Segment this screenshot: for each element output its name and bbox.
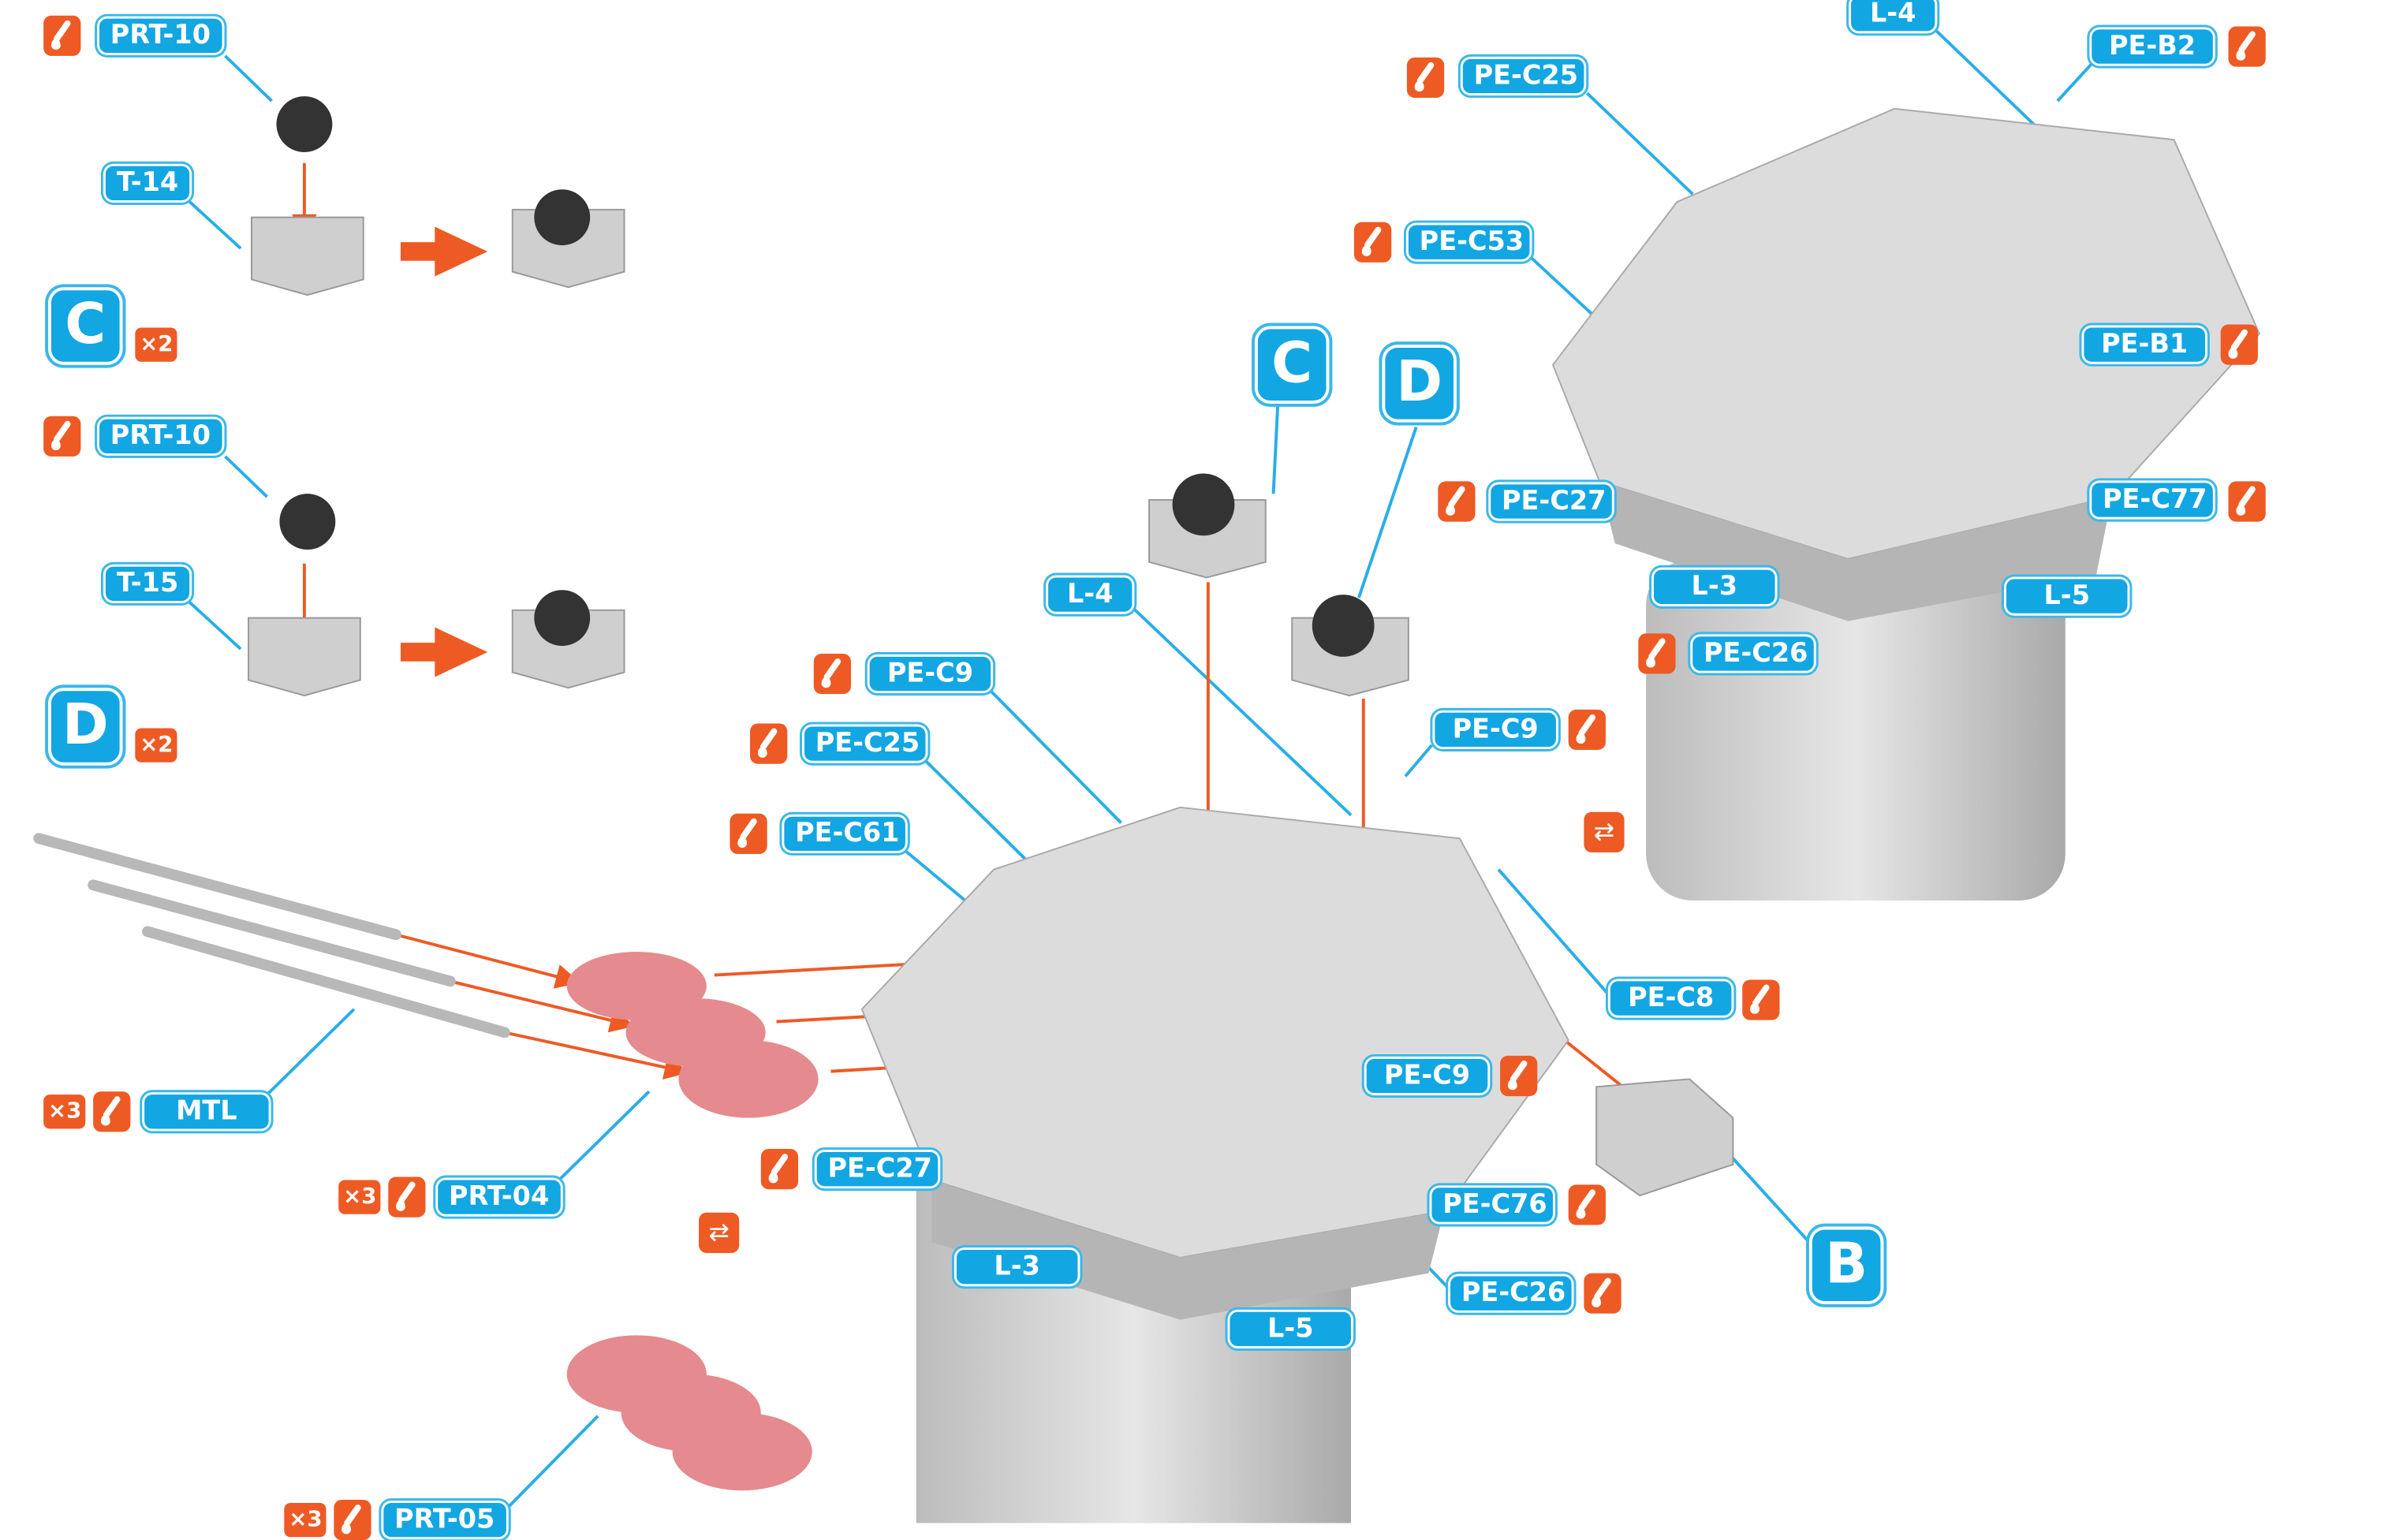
glue-icon	[2228, 481, 2266, 522]
part-label-prt-04: PRT-04	[438, 1180, 561, 1214]
part-label-t-15: T-15	[105, 566, 190, 602]
glue-icon	[1500, 1055, 1538, 1097]
part-label-pe-c9: PE-C9	[869, 656, 991, 692]
part-label-pe-c25: PE-C25	[804, 726, 926, 761]
part-label-pe-c9: PE-C9	[1366, 1058, 1488, 1094]
part-label-l-3: L-3	[1653, 569, 1775, 604]
part-label-t-14: T-14	[105, 166, 190, 201]
glue-icon	[1406, 57, 1445, 99]
glue-icon	[334, 1500, 371, 1540]
quantity-badge: ×3	[43, 1094, 87, 1129]
glue-icon	[1438, 481, 1476, 522]
part-label-l-5: L-5	[1230, 1311, 1352, 1347]
part-label-pe-c27: PE-C27	[1491, 484, 1612, 519]
part-label-pe-c77: PE-C77	[2092, 483, 2213, 517]
rotate-view-icon: ⇄	[699, 1212, 740, 1253]
gun-barrels	[33, 833, 510, 1038]
part-label-pe-c26: PE-C26	[1692, 636, 1814, 671]
part-label-pe-c61: PE-C61	[784, 816, 905, 852]
part-label-prt-05: PRT-05	[383, 1502, 506, 1538]
glue-icon	[1742, 979, 1780, 1020]
glue-icon	[93, 1091, 131, 1132]
quantity-badge: ×3	[338, 1180, 382, 1214]
part-label-pe-b2: PE-B2	[2092, 29, 2213, 64]
subassembly-marker-d: D	[1385, 348, 1454, 419]
glue-icon	[1568, 709, 1606, 751]
quantity-badge: ×2	[135, 327, 178, 362]
front-turret	[860, 806, 1569, 1523]
quantity-badge: ×2	[135, 728, 178, 763]
rear-turret	[1551, 107, 2261, 901]
glue-icon	[1568, 1184, 1606, 1225]
glue-icon	[43, 15, 81, 56]
part-label-pe-c27: PE-C27	[816, 1151, 939, 1187]
glue-icon	[1638, 633, 1676, 674]
glue-icon	[760, 1149, 799, 1190]
part-label-pe-c53: PE-C53	[1408, 225, 1530, 259]
quantity-badge: ×3	[284, 1502, 327, 1538]
part-label-l-4: L-4	[1048, 577, 1133, 612]
glue-icon	[750, 723, 788, 764]
subassembly-marker-c: C	[1257, 329, 1327, 401]
glue-icon	[43, 416, 81, 457]
glue-icon	[1584, 1273, 1621, 1314]
subassembly-marker-c: C	[50, 290, 120, 362]
part-label-prt-10: PRT-10	[99, 18, 222, 53]
part-label-mtl: MTL	[144, 1094, 269, 1129]
gun-sleeves	[566, 951, 819, 1491]
part-label-l-5: L-5	[2006, 579, 2128, 613]
glue-icon	[1353, 222, 1392, 263]
subassembly-marker-b: B	[1812, 1229, 1881, 1302]
glue-icon	[2228, 26, 2266, 67]
part-label-prt-10: PRT-10	[99, 419, 222, 453]
part-label-pe-c8: PE-C8	[1610, 981, 1732, 1016]
glue-icon	[388, 1176, 426, 1217]
rotate-view-icon: ⇄	[1584, 811, 1625, 852]
part-label-pe-b1: PE-B1	[2084, 327, 2205, 362]
subassembly-marker-d: D	[50, 691, 120, 763]
glue-icon	[2220, 324, 2258, 365]
glue-icon	[813, 653, 852, 695]
part-label-l-3: L-3	[956, 1250, 1078, 1285]
part-label-pe-c9: PE-C9	[1435, 712, 1556, 748]
part-label-pe-c25: PE-C25	[1462, 58, 1584, 94]
part-label-pe-c26: PE-C26	[1450, 1276, 1572, 1311]
glue-icon	[730, 813, 767, 854]
part-label-l-4: L-4	[1851, 0, 1935, 32]
part-label-pe-c76: PE-C76	[1431, 1188, 1553, 1222]
gun-mounts	[248, 96, 1734, 1197]
